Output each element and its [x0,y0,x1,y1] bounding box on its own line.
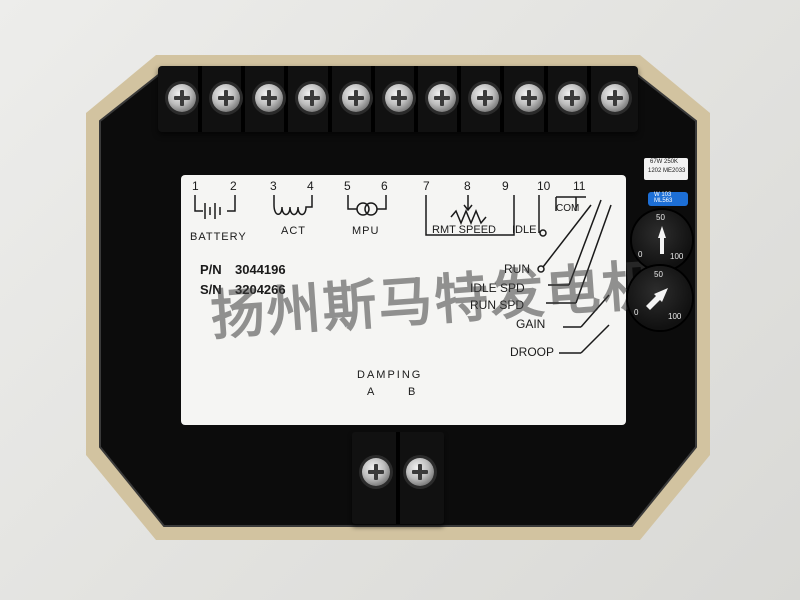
battery-label: BATTERY [190,231,247,243]
trim-line-1: 67W 250K [650,159,679,165]
idle-spd-label: IDLE SPD [470,281,525,295]
terminal-separator [457,66,461,132]
damping-terminal-block [352,432,444,524]
blue-trim-pot[interactable]: W 103 ML563 [648,192,688,206]
terminal-number-5: 5 [344,179,351,193]
terminal-screw-9[interactable] [515,84,543,112]
damping-screw-b[interactable] [406,458,434,486]
terminal-separator [414,66,418,132]
terminal-screw-6[interactable] [385,84,413,112]
label-panel [181,175,626,425]
terminal-separator [328,66,332,132]
terminal-separator [241,66,245,132]
terminal-number-9: 9 [502,179,509,193]
terminal-screw-7[interactable] [428,84,456,112]
com-label: COM [556,203,580,214]
terminal-separator [587,66,591,132]
terminal-separator [544,66,548,132]
terminal-separator [284,66,288,132]
gain-label: GAIN [516,317,546,331]
terminal-number-2: 2 [230,179,237,193]
run-label: RUN [504,262,530,276]
terminal-screw-1[interactable] [168,84,196,112]
gain-scale-right: 100 [670,252,684,261]
gain-potentiometer[interactable]: 50 0 100 [632,210,692,270]
trim-line-2: 1202 ME2033 [648,168,686,174]
blue-trim-line-1: W 103 [654,192,672,198]
droop-label: DROOP [510,345,555,359]
damping-screw-a[interactable] [362,458,390,486]
terminal-separator [198,66,202,132]
droop-scale-right: 100 [668,312,682,321]
gain-scale-top: 50 [656,213,665,222]
blue-trim-line-2: ML563 [654,198,673,204]
damping-b-label: B [408,386,417,398]
terminal-number-6: 6 [381,179,388,193]
pn-label: P/N [200,262,222,277]
terminal-number-4: 4 [307,179,314,193]
droop-pointer-icon [646,288,668,310]
terminal-number-3: 3 [270,179,277,193]
gain-scale-left: 0 [638,250,643,259]
terminal-screw-8[interactable] [471,84,499,112]
mpu-label: MPU [352,225,380,237]
terminal-separator [500,66,504,132]
droop-scale-top: 50 [654,270,663,279]
terminal-screw-10[interactable] [558,84,586,112]
pn-value: 3044196 [235,262,286,277]
damping-label: DAMPING [357,369,423,381]
top-terminal-block [158,66,638,132]
trim-resistor: 67W 250K 1202 ME2033 [644,158,688,180]
terminal-number-7: 7 [423,179,430,193]
terminal-separator [371,66,375,132]
gain-pointer-icon [658,226,666,254]
terminal-number-1: 1 [192,179,199,193]
rmt-speed-label: RMT SPEED [432,224,496,236]
terminal-screw-11[interactable] [601,84,629,112]
run-spd-label: RUN SPD [470,298,525,312]
sn-label: S/N [200,282,222,297]
idle-label: IDLE [512,224,537,236]
sn-value: 3204266 [235,282,286,297]
terminal-screw-3[interactable] [255,84,283,112]
terminal-number-8: 8 [464,179,471,193]
droop-scale-left: 0 [634,308,639,317]
terminal-number-11: 11 [573,179,586,193]
terminal-screw-4[interactable] [298,84,326,112]
terminal-screw-5[interactable] [342,84,370,112]
terminal-number-10: 10 [537,179,551,193]
droop-potentiometer[interactable]: 50 0 100 [628,266,692,330]
terminal-screw-2[interactable] [212,84,240,112]
act-label: ACT [281,225,306,237]
damping-a-label: A [367,386,376,398]
wiring-schematic [194,195,612,354]
terminal-separator [396,432,400,524]
